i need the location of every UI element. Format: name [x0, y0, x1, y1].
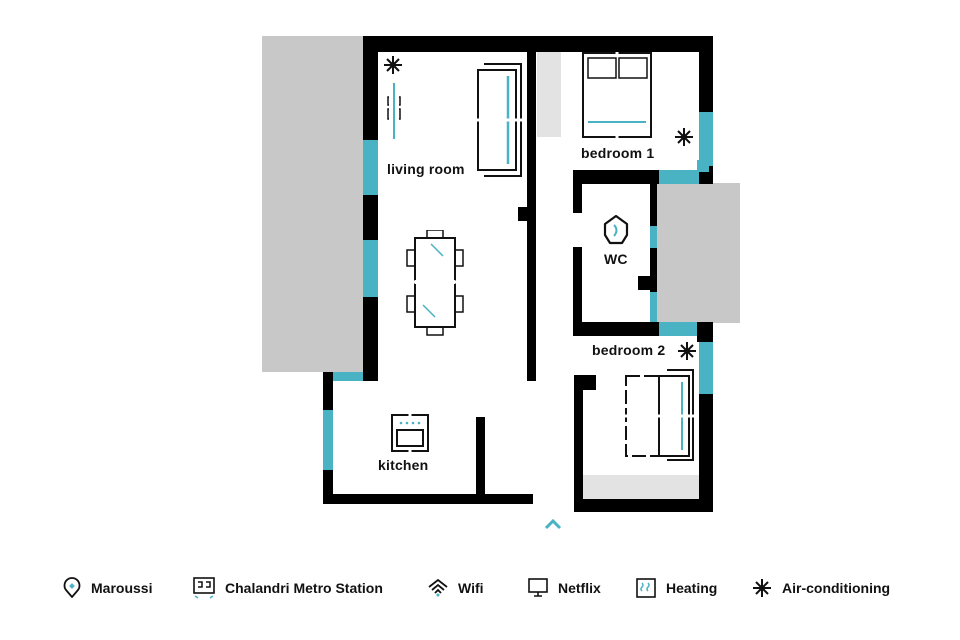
room-label-wc: WC	[604, 251, 628, 267]
window	[363, 140, 378, 195]
oven-icon	[391, 414, 429, 452]
window	[697, 160, 709, 172]
wall	[363, 195, 378, 240]
window	[363, 240, 378, 297]
legend-item-heating: Heating	[636, 573, 717, 603]
legend-item-wifi: Wifi	[428, 573, 484, 603]
location-pin-icon	[63, 577, 81, 599]
room-label-bedroom-1: bedroom 1	[581, 145, 655, 161]
wall	[518, 207, 529, 221]
wall	[573, 247, 582, 335]
room-label-bedroom-2: bedroom 2	[592, 342, 666, 358]
wall	[363, 36, 378, 140]
window	[659, 322, 697, 336]
room-label-kitchen: kitchen	[378, 457, 429, 473]
legend-label: Chalandri Metro Station	[225, 580, 383, 596]
legend-label: Air-conditioning	[782, 580, 891, 596]
legend-label: Wifi	[458, 580, 484, 596]
wall	[574, 375, 583, 512]
wall	[697, 322, 713, 342]
chevron-up-icon	[544, 518, 562, 530]
wall	[527, 36, 536, 381]
amenities-legend: Maroussi Chalandri Metro Station Wifi Ne…	[0, 573, 960, 603]
wall	[650, 184, 657, 226]
closet-bedroom2	[582, 475, 699, 499]
wall	[323, 494, 533, 504]
wall	[699, 36, 713, 112]
window	[699, 342, 713, 394]
balcony-left	[262, 36, 363, 372]
wall	[574, 499, 713, 512]
tv-icon	[528, 578, 548, 598]
heating-icon	[636, 578, 656, 598]
wall	[323, 372, 333, 410]
tv-stand-icon	[386, 83, 402, 141]
wall	[573, 170, 582, 213]
window	[650, 226, 657, 248]
metro-icon	[193, 577, 215, 599]
floor-plan: living room bedroom 1 WC bedroom 2 kitch…	[262, 36, 740, 530]
legend-label: Maroussi	[91, 580, 153, 596]
bed-icon	[582, 52, 654, 138]
window	[699, 112, 713, 166]
window	[323, 410, 333, 470]
snowflake-icon	[752, 578, 772, 598]
bed-icon	[625, 368, 697, 464]
wall	[699, 394, 713, 512]
wall	[363, 36, 713, 52]
wall	[638, 276, 652, 290]
toilet-icon	[603, 215, 629, 245]
legend-label: Netflix	[558, 580, 601, 596]
balcony-right	[657, 183, 740, 323]
sofa-icon	[476, 62, 526, 178]
wall	[583, 375, 596, 390]
wifi-icon	[428, 579, 448, 597]
window	[659, 170, 699, 184]
legend-label: Heating	[666, 580, 718, 596]
wall	[573, 170, 659, 184]
wall	[323, 470, 333, 504]
wall	[363, 297, 378, 381]
snowflake-icon	[677, 341, 697, 361]
legend-item-location: Maroussi	[63, 573, 152, 603]
wall	[476, 417, 485, 497]
window	[650, 292, 657, 322]
legend-item-netflix: Netflix	[528, 573, 601, 603]
window	[333, 372, 363, 381]
closet-hall	[537, 52, 561, 137]
wall	[573, 322, 611, 329]
legend-item-metro: Chalandri Metro Station	[193, 573, 383, 603]
dining-table-icon	[405, 230, 465, 336]
wall	[650, 248, 657, 292]
snowflake-icon	[383, 55, 403, 75]
legend-item-air-conditioning: Air-conditioning	[752, 573, 890, 603]
snowflake-icon	[674, 127, 694, 147]
room-label-living-room: living room	[387, 161, 465, 177]
